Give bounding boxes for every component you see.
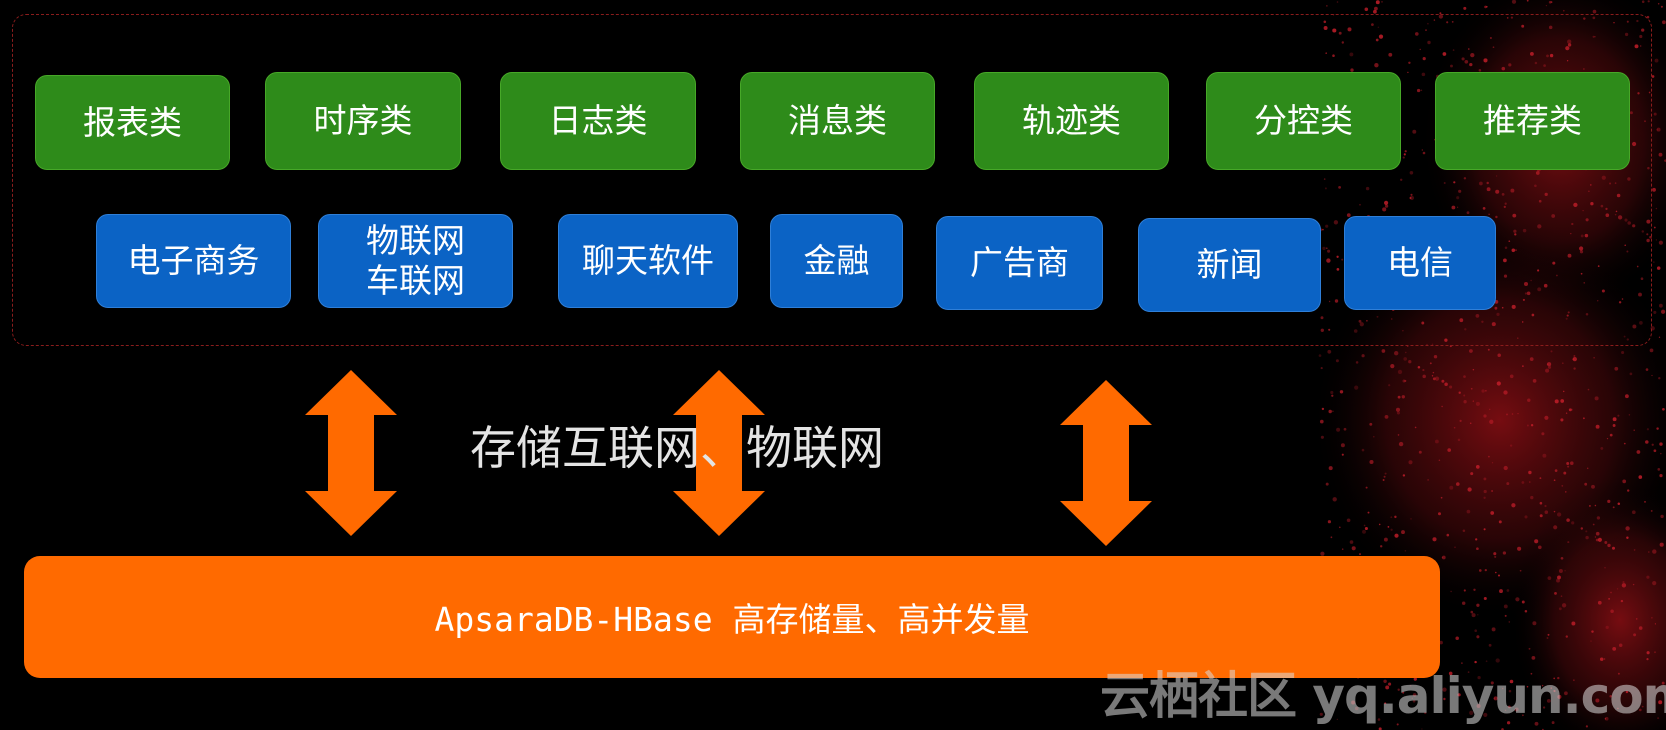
sector-advertising: 广告商 [936,216,1103,310]
double-arrow-middle [673,370,765,536]
sector-telecom: 电信 [1344,216,1496,310]
industry-timeseries: 时序类 [265,72,461,170]
hbase-bar-label: ApsaraDB-HBase 高存储量、高并发量 [434,600,1030,639]
center-caption: 存储互联网、物联网 [470,421,884,475]
sector-news: 新闻 [1138,218,1321,312]
use-case-frame [12,14,1652,346]
sector-chat: 聊天软件 [558,214,738,308]
double-arrow-left [305,370,397,536]
industry-messages: 消息类 [740,72,935,170]
industry-recommendation: 推荐类 [1435,72,1630,170]
industry-logs: 日志类 [500,72,696,170]
watermark: 云栖社区 yq.aliyun.com [1100,667,1666,725]
industry-risk-control: 分控类 [1206,72,1401,170]
sector-finance: 金融 [770,214,903,308]
hbase-bar: ApsaraDB-HBase 高存储量、高并发量 [24,556,1440,678]
sector-ecommerce: 电子商务 [96,214,291,308]
industry-reports: 报表类 [35,75,230,170]
double-arrow-right [1060,380,1152,546]
sector-iot: 物联网 车联网 [318,214,513,308]
industry-trajectory: 轨迹类 [974,72,1169,170]
